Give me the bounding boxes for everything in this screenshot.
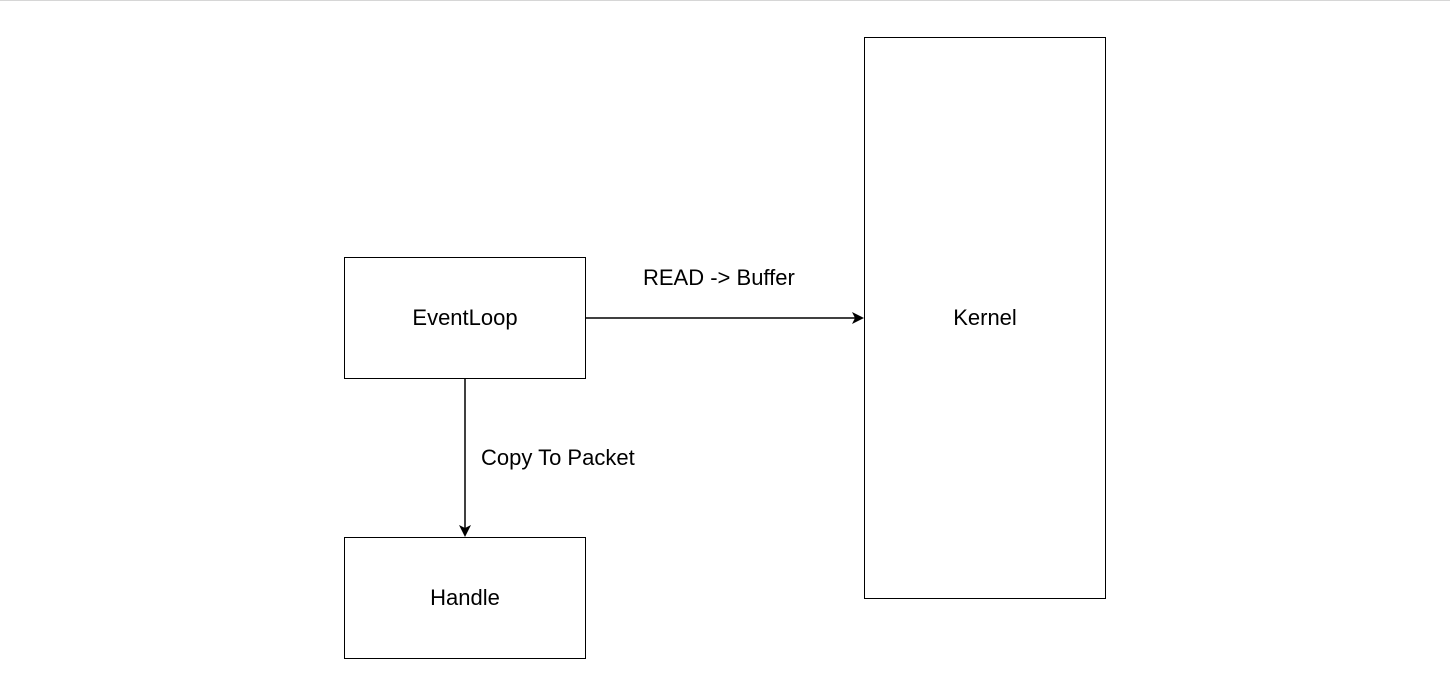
handle-node[interactable]: Handle xyxy=(344,537,586,659)
copy-to-packet-edge-label: Copy To Packet xyxy=(481,445,635,470)
kernel-node[interactable]: Kernel xyxy=(864,37,1106,599)
read-buffer-edge-label: READ -> Buffer xyxy=(643,265,795,290)
eventloop-node[interactable]: EventLoop xyxy=(344,257,586,379)
kernel-node-label: Kernel xyxy=(953,305,1017,330)
handle-node-label: Handle xyxy=(430,585,500,610)
eventloop-node-label: EventLoop xyxy=(412,305,518,330)
top-divider xyxy=(0,0,1450,1)
